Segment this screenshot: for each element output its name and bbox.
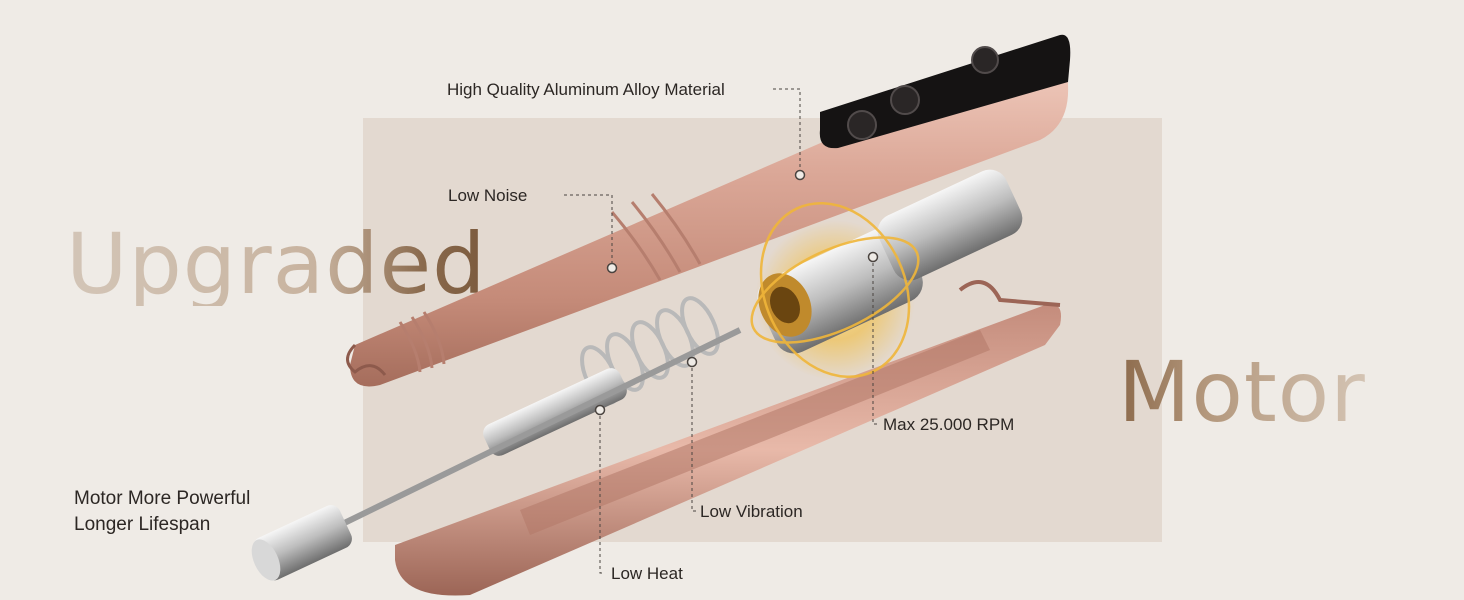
headline-motor: Motor — [1118, 343, 1366, 441]
callout-leaders — [564, 88, 877, 574]
motor-rotor-assembly — [251, 169, 1023, 581]
callout-low-vibration: Low Vibration — [700, 502, 803, 521]
callout-aluminum-alloy: High Quality Aluminum Alloy Material — [447, 80, 725, 99]
handpiece-lower-shell — [395, 280, 1061, 596]
callout-low-noise: Low Noise — [448, 186, 528, 205]
handpiece-upper-body — [346, 34, 1071, 387]
callout-max-rpm: Max 25.000 RPM — [883, 415, 1015, 434]
callout-longer-lifespan: Longer Lifespan — [74, 514, 211, 535]
callout-motor-powerful: Motor More Powerful — [74, 488, 251, 509]
callout-low-heat: Low Heat — [611, 564, 683, 583]
headline-upgraded: Upgraded — [66, 215, 487, 313]
callout-dots — [594, 169, 879, 416]
